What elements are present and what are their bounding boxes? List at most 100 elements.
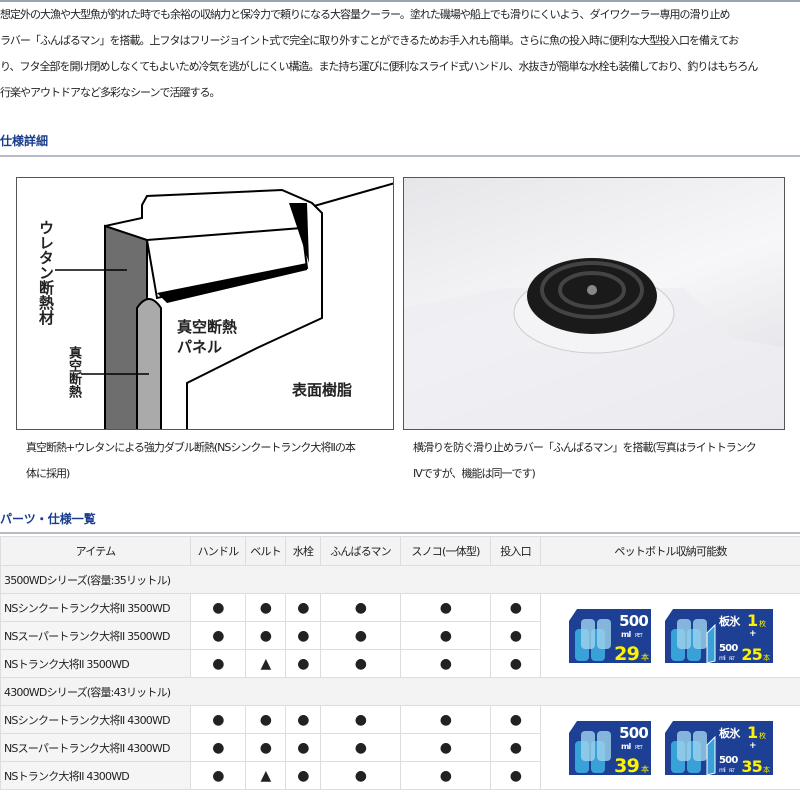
feature-mark: ● [245,593,286,622]
feature-mark: ● [320,733,401,762]
spec-heading: 仕様詳細 [0,134,49,148]
feature-mark: ● [490,649,541,678]
feature-mark: ● [285,649,321,678]
feature-mark: ● [400,705,491,734]
feature-mark: ● [285,761,321,790]
svg-text:35: 35 [741,757,762,776]
table-row: NSスーパートランク大将II 3500WD●●●●●● [0,621,800,650]
caption-line: IVですが、機能は同一です) [413,467,536,480]
feature-mark: ● [400,761,491,790]
feature-mark: ● [285,593,321,622]
svg-text:1: 1 [747,611,758,630]
svg-text:500: 500 [619,612,648,630]
table-row: NSトランク大将II 4300WD●▲●●●● [0,761,800,790]
col-header: 水栓 [285,536,321,566]
divider [0,155,800,157]
feature-mark: ● [490,733,541,762]
divider [0,532,800,534]
feature-mark: ● [490,593,541,622]
svg-text:1: 1 [747,723,758,742]
feature-mark: ● [190,593,246,622]
svg-text:本: 本 [641,764,649,774]
svg-text:ml: ml [621,630,632,639]
description-line: 想定外の大漁や大型魚が釣れた時でも余裕の収納力と保冷力で頼りになる大容量クーラー… [0,8,730,21]
table-row: NSトランク大将II 3500WD●▲●●●● [0,649,800,678]
series-row: 4300WDシリーズ(容量:43リットル) [0,677,800,706]
feature-mark: ● [190,621,246,650]
feature-mark: ▲ [245,649,286,678]
description-line: 行楽やアウトドアなど多彩なシーンで活躍する。 [0,86,220,99]
feature-mark: ● [400,733,491,762]
feature-mark: ● [490,761,541,790]
item-name: NSトランク大将II 3500WD [0,649,191,678]
feature-mark: ● [400,649,491,678]
left-caption: 真空断熱+ウレタンによる強力ダブル断熱(NSシンクートランク大将IIの本 体に採… [26,435,356,487]
col-header: アイテム [0,536,191,566]
svg-text:+: + [749,629,756,639]
svg-text:枚: 枚 [759,619,766,628]
feature-mark: ● [245,621,286,650]
feature-mark: ● [490,705,541,734]
svg-text:ml: ml [719,767,726,774]
product-description: 想定外の大漁や大型魚が釣れた時でも余裕の収納力と保冷力で頼りになる大容量クーラー… [0,2,800,106]
caption-line: 真空断熱+ウレタンによる強力ダブル断熱(NSシンクートランク大将IIの本 [26,441,356,454]
svg-text:500: 500 [719,643,738,654]
svg-text:PET: PET [729,656,735,661]
description-line: ラバー「ふんばるマン」を搭載。上フタはフリージョイント式で完全に取り外すことがで… [0,34,739,47]
feature-mark: ● [285,733,321,762]
right-caption: 横滑りを防ぐ滑り止めラバー「ふんばるマン」を搭載(写真はライトトランク IVです… [413,435,757,487]
caption-line: 体に採用) [26,467,70,480]
svg-text:500: 500 [619,724,648,742]
item-name: NSトランク大将II 4300WD [0,761,191,790]
description-line: り、フタ全部を開け閉めしなくてもよいため冷気を逃がしにくい構造。また持ち運びに便… [0,60,758,73]
label-surface: 表面樹脂 [292,381,353,399]
table-header: アイテム ハンドル ベルト 水栓 ふんばるマン スノコ(一体型) 投入口 ペット… [0,536,800,566]
series-label: 3500WDシリーズ(容量:35リットル) [0,565,800,594]
svg-text:枚: 枚 [759,731,766,740]
svg-text:本: 本 [641,652,649,662]
item-name: NSスーパートランク大将II 3500WD [0,621,191,650]
feature-mark: ● [190,649,246,678]
svg-text:板氷: 板氷 [719,726,741,740]
svg-text:本: 本 [763,765,770,774]
feature-mark: ● [190,733,246,762]
insulation-diagram: ウレタン断熱材 真空断熱 真空断熱 パネル 表面樹脂 [16,177,394,430]
table-row: NSスーパートランク大将II 4300WD●●●●●● [0,733,800,762]
feature-mark: ● [320,649,401,678]
item-name: NSスーパートランク大将II 4300WD [0,733,191,762]
svg-text:PET: PET [635,745,644,751]
feature-mark: ● [190,761,246,790]
col-header: ベルト [245,536,286,566]
top-divider [0,0,800,2]
feature-mark: ● [320,593,401,622]
caption-line: 横滑りを防ぐ滑り止めラバー「ふんばるマン」を搭載(写真はライトトランク [413,441,757,454]
feature-mark: ● [285,621,321,650]
feature-mark: ● [400,593,491,622]
feature-mark: ● [490,621,541,650]
svg-text:PET: PET [635,633,644,639]
svg-text:PET: PET [729,768,735,773]
parts-heading: パーツ・仕様一覧 [0,512,96,526]
svg-text:29: 29 [614,643,639,665]
col-header: ハンドル [190,536,246,566]
svg-text:500: 500 [719,755,738,766]
feature-mark: ● [190,705,246,734]
feature-mark: ● [400,621,491,650]
svg-text:39: 39 [614,755,639,777]
feature-mark: ▲ [245,761,286,790]
col-header: ペットボトル収納可能数 [540,536,800,566]
feature-mark: ● [285,705,321,734]
label-urethane: ウレタン断熱材 [37,220,55,325]
svg-text:本: 本 [763,653,770,662]
svg-text:25: 25 [741,645,762,664]
label-vacuum: 真空断熱 [65,346,81,398]
item-name: NSシンクートランク大将II 4300WD [0,705,191,734]
feature-mark: ● [245,733,286,762]
